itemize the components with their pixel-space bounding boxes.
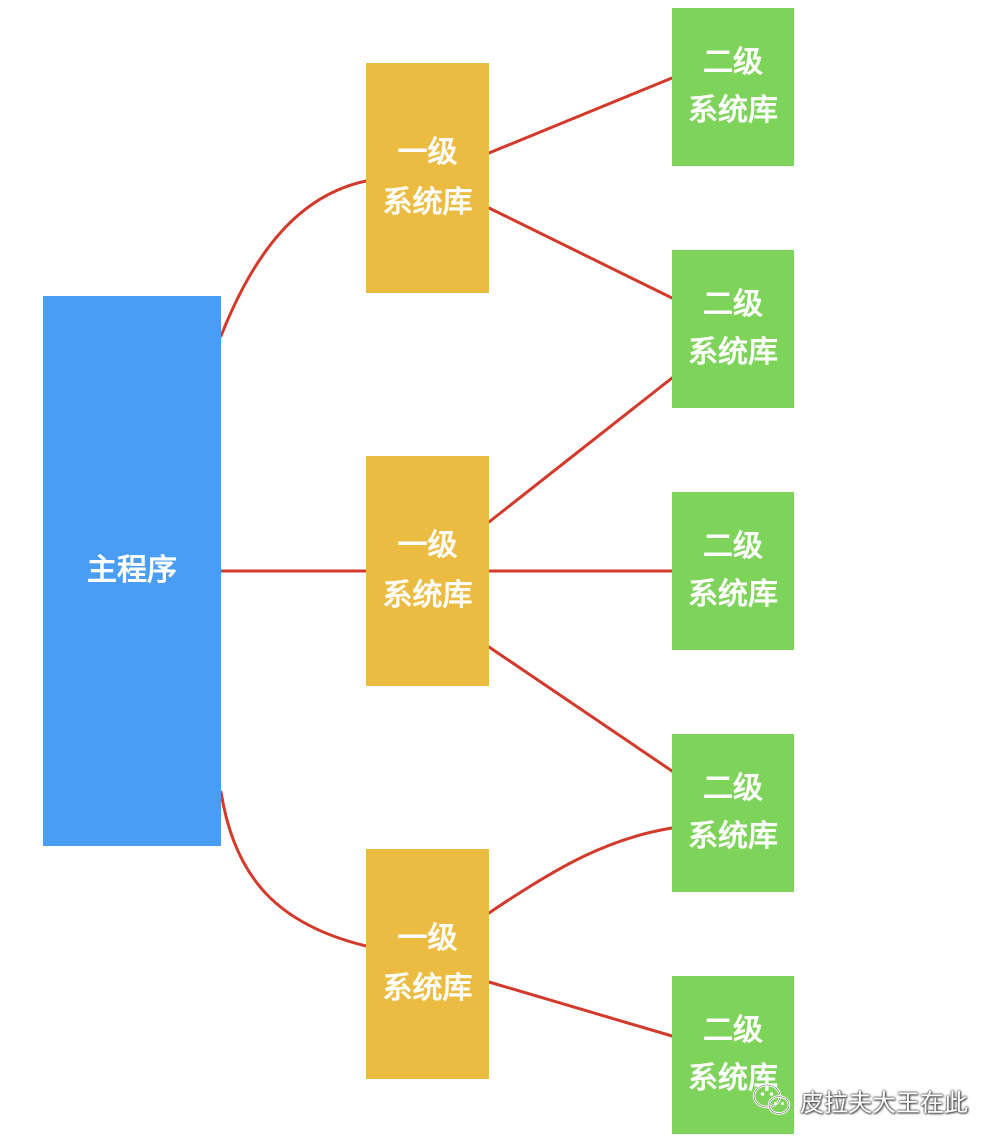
edge-l1c-l2e: [487, 980, 674, 1038]
node-level1-3: 一级 系统库: [366, 849, 489, 1079]
node-level2-4: 二级 系统库: [672, 734, 794, 892]
edge-l1a-l2a: [487, 76, 674, 155]
edge-l1b-l2d: [487, 645, 674, 773]
watermark-text: 皮拉夫大王在此: [800, 1088, 968, 1117]
node-level2-2: 二级 系统库: [672, 250, 794, 408]
edge-l1c-l2d: [487, 826, 674, 915]
node-level1-1: 一级 系统库: [366, 63, 489, 293]
edge-main-level1-3: [219, 790, 368, 948]
edge-l1b-l2b: [487, 376, 674, 524]
node-main-program: 主程序: [43, 296, 221, 846]
wechat-icon: [752, 1083, 791, 1115]
node-level2-3: 二级 系统库: [672, 492, 794, 650]
watermark: 皮拉夫大王在此: [752, 1080, 968, 1120]
node-level1-2: 一级 系统库: [366, 456, 489, 686]
edge-l1a-l2b: [487, 206, 674, 300]
node-level2-1: 二级 系统库: [672, 8, 794, 166]
edge-main-level1-1: [219, 179, 368, 338]
node-level2-5: 二级 系统库: [672, 976, 794, 1134]
